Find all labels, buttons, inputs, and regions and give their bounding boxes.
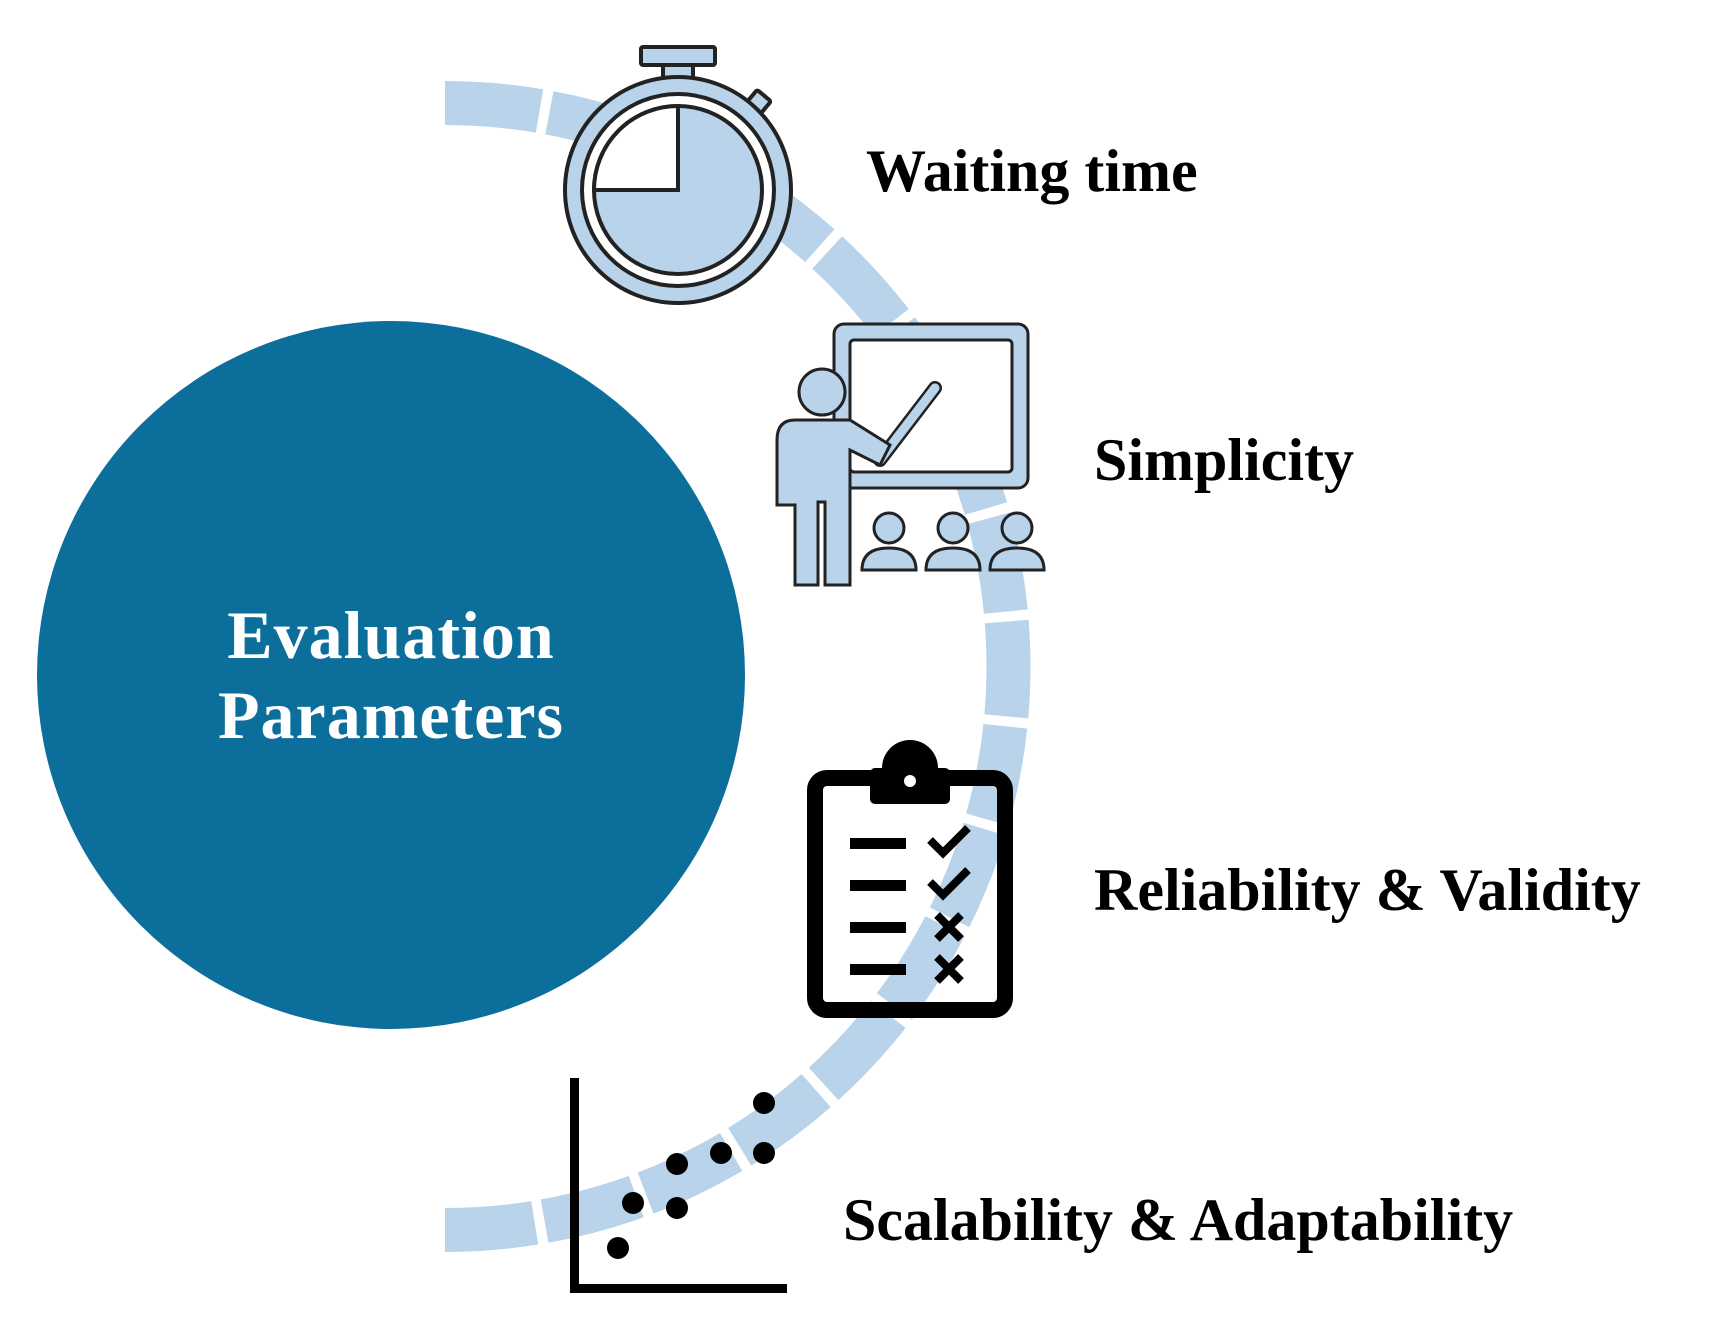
param-label-scalability-adaptability: Scalability & Adaptability — [843, 1187, 1514, 1253]
param-label-waiting-time: Waiting time — [866, 138, 1198, 204]
stopwatch-icon — [563, 45, 793, 305]
presentation-icon — [775, 322, 1046, 587]
center-label: Evaluation Parameters — [37, 335, 745, 1015]
scatter-plot-icon — [570, 1078, 787, 1293]
clipboard-checklist-icon — [807, 740, 1013, 1018]
center-label-line1: Evaluation — [227, 597, 555, 673]
center-label-line2: Parameters — [217, 677, 564, 753]
param-label-simplicity: Simplicity — [1094, 427, 1355, 493]
param-label-reliability-validity: Reliability & Validity — [1094, 857, 1641, 923]
center-circle — [37, 321, 745, 1029]
